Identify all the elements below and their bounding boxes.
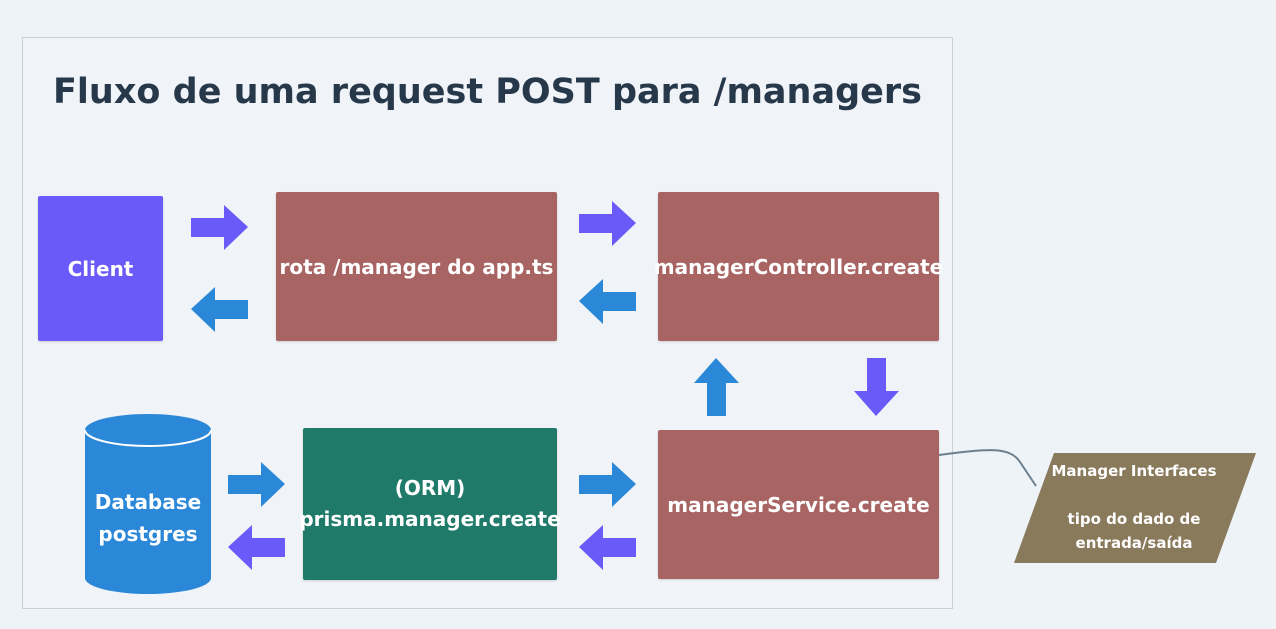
- route-node: rota /manager do app.ts: [276, 192, 557, 341]
- service-node: managerService.create: [658, 430, 939, 579]
- database-node: Database postgres: [84, 414, 212, 594]
- orm-node: (ORM) prisma.manager.create: [299, 428, 561, 580]
- arrow-right-icon: [228, 462, 285, 507]
- arrow-down-icon: [854, 358, 899, 416]
- controller-label: managerController.create: [653, 254, 944, 279]
- client-node: Client: [38, 196, 163, 341]
- diagram-title: Fluxo de uma request POST para /managers: [53, 72, 922, 112]
- arrow-up-icon: [694, 358, 739, 416]
- arrow-left-icon: [579, 525, 636, 570]
- database-cylinder-icon: [84, 414, 212, 594]
- arrow-left-icon: [191, 287, 248, 332]
- client-label: Client: [67, 256, 134, 281]
- controller-node: managerController.create: [654, 192, 943, 341]
- arrow-right-icon: [191, 205, 248, 250]
- service-label: managerService.create: [667, 492, 930, 517]
- arrow-left-icon: [228, 525, 285, 570]
- arrow-left-icon: [579, 279, 636, 324]
- note-parallelogram: Manager Interfaces tipo do dado de entra…: [1014, 453, 1256, 563]
- route-label: rota /manager do app.ts: [279, 254, 554, 279]
- arrow-right-icon: [579, 201, 636, 246]
- note-text: Manager Interfaces tipo do dado de entra…: [1051, 462, 1217, 552]
- note-shape: [1014, 453, 1256, 563]
- database-label: Database postgres: [94, 490, 202, 546]
- orm-label: (ORM) prisma.manager.create: [299, 476, 561, 531]
- arrow-right-icon: [579, 462, 636, 507]
